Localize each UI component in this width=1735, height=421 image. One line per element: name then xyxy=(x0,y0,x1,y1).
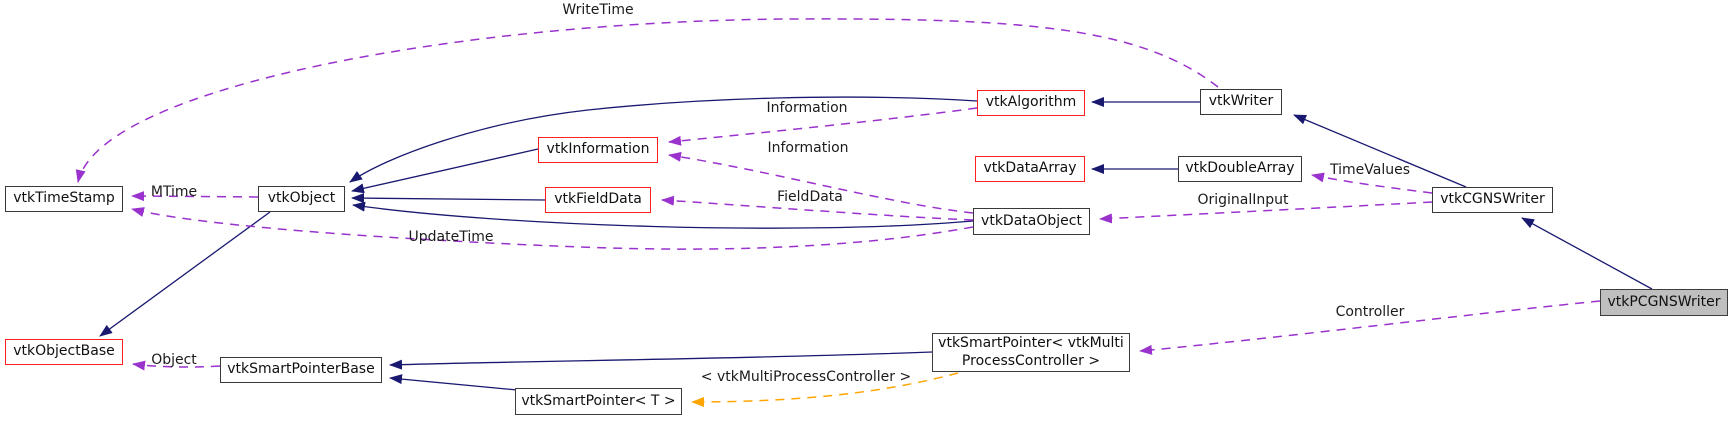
node-vtkfielddata[interactable]: vtkFieldData xyxy=(545,187,651,213)
node-vtksmartpointerbase[interactable]: vtkSmartPointerBase xyxy=(220,357,382,383)
edge-label-writetime: WriteTime xyxy=(562,2,634,18)
node-vtksmartpointer-t[interactable]: vtkSmartPointer< T > xyxy=(515,388,682,415)
edge-label-updatetime: UpdateTime xyxy=(408,229,494,245)
node-vtkobjectbase[interactable]: vtkObjectBase xyxy=(5,339,123,365)
node-vtkdataobject[interactable]: vtkDataObject xyxy=(973,208,1090,235)
node-vtkobject[interactable]: vtkObject xyxy=(258,186,345,212)
edge-label-template-vtkmultiprocesscontroller: < vtkMultiProcessController > xyxy=(700,369,912,385)
edge-label-information-dataobject: Information xyxy=(767,140,849,156)
edge-label-object: Object xyxy=(151,352,197,368)
edge-label-information-algorithm: Information xyxy=(766,100,848,116)
node-vtkpcgnswriter: vtkPCGNSWriter xyxy=(1600,289,1728,316)
node-vtkdoublearray[interactable]: vtkDoubleArray xyxy=(1178,156,1302,182)
edge-label-controller: Controller xyxy=(1335,304,1405,320)
node-label-line: ProcessController > xyxy=(961,352,1101,369)
node-vtkalgorithm[interactable]: vtkAlgorithm xyxy=(977,90,1085,116)
edge-label-mtime: MTime xyxy=(150,184,198,200)
node-vtkinformation[interactable]: vtkInformation xyxy=(538,137,658,163)
edge-label-timevalues: TimeValues xyxy=(1329,162,1411,178)
node-vtkdataarray[interactable]: vtkDataArray xyxy=(975,156,1085,182)
edge-label-originalinput: OriginalInput xyxy=(1197,192,1289,208)
node-vtkcgnswriter[interactable]: vtkCGNSWriter xyxy=(1432,187,1553,213)
edge-label-fielddata: FieldData xyxy=(777,189,843,205)
node-label-line: vtkSmartPointer< vtkMulti xyxy=(938,335,1124,351)
node-vtkwriter[interactable]: vtkWriter xyxy=(1200,89,1282,115)
node-vtksmartpointer-vtkmultiprocesscontroller[interactable]: vtkSmartPointer< vtkMulti ProcessControl… xyxy=(932,333,1130,372)
node-vtktimestamp[interactable]: vtkTimeStamp xyxy=(5,186,123,212)
